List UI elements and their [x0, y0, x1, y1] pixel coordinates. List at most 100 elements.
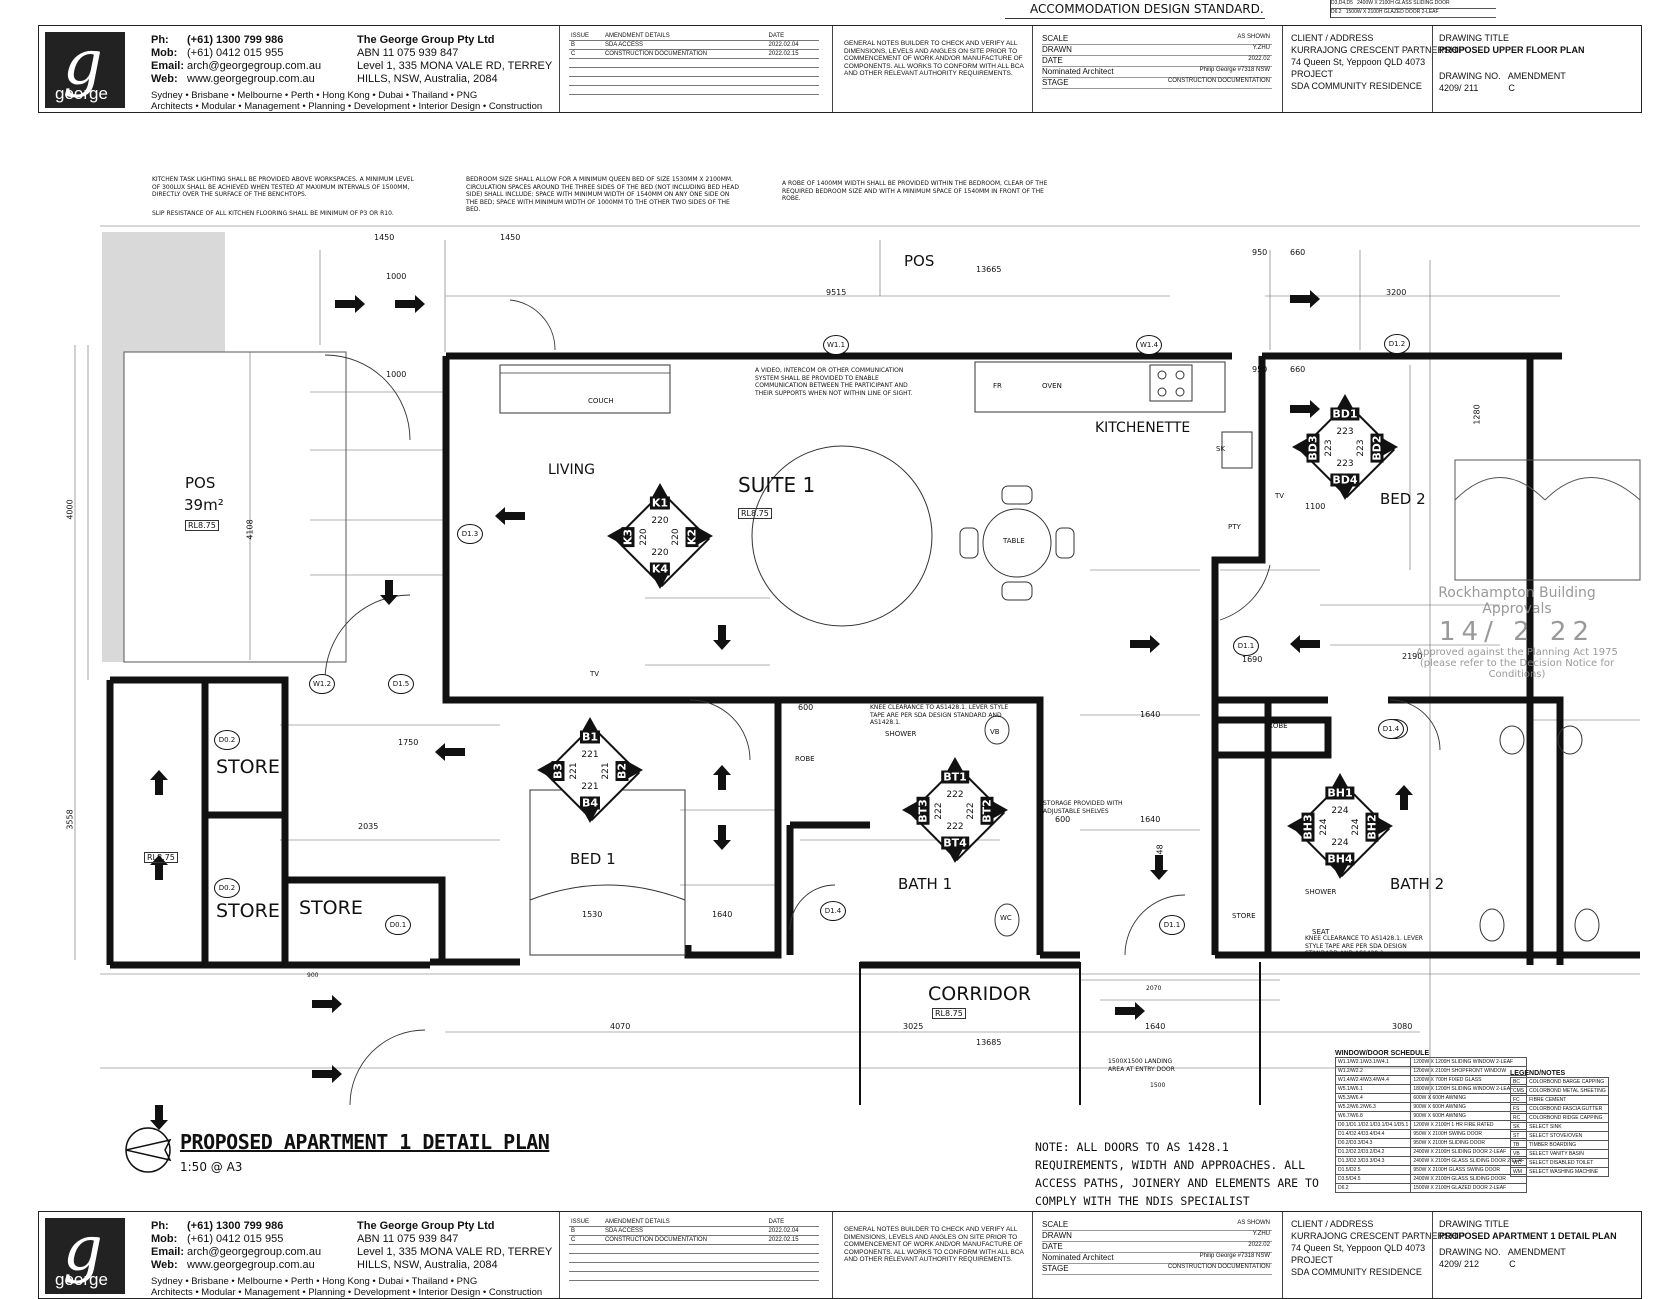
access-marker-label: BH1	[1325, 786, 1355, 800]
company-abn: ABN 11 075 939 847	[357, 47, 459, 59]
access-marker-value: 221	[569, 762, 579, 780]
general-notes: GENERAL NOTES BUILDER TO CHECK AND VERIF…	[844, 1226, 1024, 1263]
access-marker-label: BD2	[1370, 433, 1384, 463]
burner	[1175, 370, 1185, 380]
couch	[499, 364, 671, 414]
logo-word: george	[55, 84, 108, 103]
label-bed-1: BED 1	[570, 850, 616, 868]
mobile: (+61) 0412 015 955	[187, 47, 284, 59]
window-door-schedule: WINDOW/DOOR SCHEDULE W1.1/W2.1/W3.1/W4.1…	[1334, 1050, 1528, 1193]
bed-2-pillow	[1544, 477, 1641, 501]
note-bedroom: BEDROOM SIZE SHALL ALLOW FOR A MINIMUM Q…	[466, 176, 739, 213]
access-marker-value: 222	[946, 790, 964, 800]
label-living: LIVING	[548, 462, 595, 478]
door-window-tag: D1.5	[388, 674, 414, 694]
access-marker-value: 224	[1331, 838, 1349, 848]
label-pos-left: POS	[185, 474, 216, 492]
label-tv: TV	[1275, 492, 1285, 500]
chair	[1001, 485, 1033, 505]
toilet-1	[994, 903, 1020, 937]
note-intercom: A VIDEO, INTERCOM OR OTHER COMMUNICATION…	[755, 367, 913, 397]
dim: 1640	[712, 910, 733, 919]
label-robe: ROBE	[795, 755, 815, 763]
label-store: STORE	[1232, 912, 1256, 920]
dim: 2035	[358, 822, 379, 831]
company-name: The George Group Pty Ltd	[357, 34, 495, 46]
label-oven: OVEN	[1042, 382, 1062, 390]
access-marker-value: 221	[581, 782, 599, 792]
divider	[559, 26, 560, 112]
access-marker-value: 222	[934, 802, 944, 820]
access-marker-tip	[1382, 438, 1398, 456]
note-robe: A ROBE OF 1400MM WIDTH SHALL BE PROVIDED…	[782, 180, 1048, 202]
drawing-title: PROPOSED UPPER FLOOR PLAN	[1439, 45, 1585, 55]
access-marker-label: BH4	[1325, 852, 1355, 866]
divider	[832, 1212, 833, 1298]
company-address-2: HILLS, NSW, Australia, 2084	[357, 73, 498, 85]
access-marker-label: K3	[621, 526, 635, 548]
burner	[1175, 387, 1185, 397]
access-marker-tip	[946, 757, 964, 773]
bed-2-pillow	[1454, 477, 1546, 501]
access-marker-label: BH2	[1365, 812, 1379, 842]
access-marker-value: 221	[581, 750, 599, 760]
cooktop	[1149, 364, 1193, 402]
door-window-tag: D1.2	[1384, 334, 1410, 354]
dim: 4000	[65, 499, 75, 520]
divider	[1282, 1212, 1283, 1298]
top-schedule-row: D3,D4,D5 2400W X 2100H GLASS SLIDING DOO…	[1331, 0, 1496, 9]
access-marker-value: 223	[1356, 439, 1366, 457]
divider	[559, 1212, 560, 1298]
dim: 2448	[1155, 844, 1165, 865]
door-window-tag: D1.4	[1378, 719, 1404, 739]
logo-word: george	[55, 1270, 108, 1289]
dim: 1450	[374, 233, 395, 242]
basin-2	[1499, 725, 1525, 755]
title-block-bottom: g george Ph:(+61) 1300 799 986 Mob:(+61)…	[38, 1211, 1642, 1299]
access-marker-value: 220	[651, 516, 669, 526]
dim: 4108	[245, 519, 255, 540]
divider	[1032, 1212, 1033, 1298]
toilet-2	[1479, 908, 1505, 942]
access-marker-label: BH3	[1301, 812, 1315, 842]
website: www.georgegroup.com.au	[187, 73, 315, 85]
access-marker-value: 220	[651, 548, 669, 558]
toilet-3	[1574, 908, 1600, 942]
door-window-tag: D0.2	[214, 730, 240, 750]
general-notes: GENERAL NOTES BUILDER TO CHECK AND VERIF…	[844, 40, 1024, 77]
dining-table	[982, 508, 1052, 578]
label-bed-2: BED 2	[1380, 490, 1426, 508]
burner	[1157, 370, 1167, 380]
drawing-number: 4209/ 211	[1439, 83, 1479, 93]
access-marker-value: 224	[1319, 818, 1329, 836]
access-marker-value: 224	[1331, 806, 1349, 816]
note-storage: STORAGE PROVIDED WITH ADJUSTABLE SHELVES	[1043, 800, 1123, 815]
access-marker-tip	[581, 717, 599, 733]
label-shower: SHOWER	[885, 730, 917, 738]
access-marker-label: B4	[579, 796, 601, 810]
drawing-title-block: DRAWING TITLE PROPOSED UPPER FLOOR PLAN …	[1439, 33, 1585, 93]
dim: 600	[1055, 815, 1071, 824]
title-block-top: g george Ph:(+61) 1300 799 986 Mob:(+61)…	[38, 25, 1642, 113]
door-window-tag: W1.1	[823, 335, 849, 355]
label-tv: TV	[590, 670, 600, 678]
label-rl: RL8.75	[144, 852, 178, 863]
